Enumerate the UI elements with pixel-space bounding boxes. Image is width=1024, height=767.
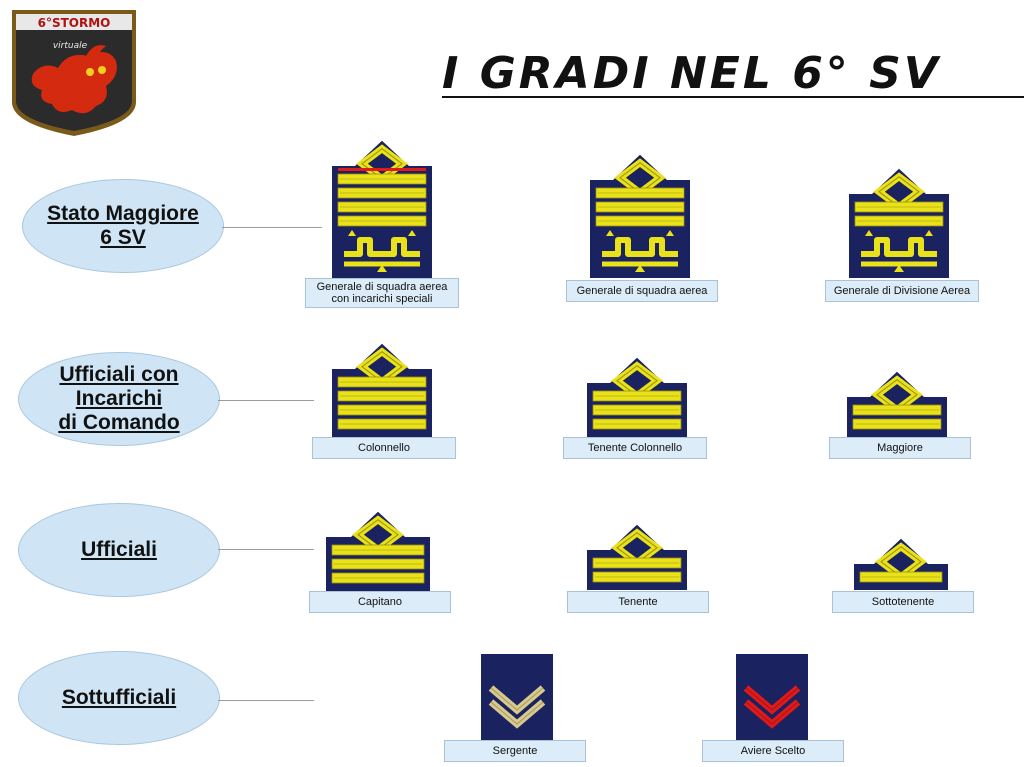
crown-mark (635, 265, 645, 272)
rank-label: Sergente (444, 740, 586, 762)
red-stripe (338, 168, 426, 171)
rank-8-insignia (854, 538, 948, 590)
rank-label: Generale di Divisione Aerea (825, 280, 979, 302)
rank-label: Generale di squadra aerea (566, 280, 718, 302)
category-sottufficiali: Sottufficiali (18, 651, 220, 745)
rank-9-insignia (481, 654, 553, 740)
rank-label: Tenente Colonnello (563, 437, 707, 459)
title-underline (442, 96, 1024, 98)
board-nco (481, 654, 553, 740)
category-label: Sottufficiali (61, 686, 177, 709)
board-officer (587, 524, 687, 590)
rank-label: Aviere Scelto (702, 740, 844, 762)
board-nco (736, 654, 808, 740)
chevron-stripe (488, 685, 546, 715)
crown-mark (666, 230, 674, 236)
category-ufficiali-comando: Ufficiali con Incarichi di Comando (18, 352, 220, 446)
rank-label: Colonnello (312, 437, 456, 459)
rank-3-insignia (332, 343, 432, 437)
board-officer (332, 343, 432, 437)
rank-5-insignia (847, 371, 947, 437)
general-greca-braid (861, 237, 937, 257)
crown-mark (606, 230, 614, 236)
connector-line (218, 700, 314, 701)
general-greca-braid (344, 237, 420, 257)
category-label: Stato Maggiore 6 SV (47, 202, 199, 249)
category-label: Ufficiali (81, 538, 157, 561)
rank-7-insignia (587, 524, 687, 590)
board-general (590, 154, 690, 278)
devil-mascot-icon (31, 52, 117, 114)
chevron-stitch (490, 701, 544, 725)
category-label: Ufficiali con Incarichi di Comando (58, 363, 180, 434)
crown-mark (894, 265, 904, 272)
rank-label: Sottotenente (832, 591, 974, 613)
connector-line (218, 400, 314, 401)
board-general (849, 168, 949, 278)
board-officer (326, 511, 430, 591)
crown-mark (408, 230, 416, 236)
logo-sub-text: virtuale (53, 41, 88, 51)
chevron-stripe (743, 685, 801, 715)
chevron-stripe (743, 699, 801, 729)
category-ufficiali: Ufficiali (18, 503, 220, 597)
rank-10-insignia (736, 654, 808, 740)
chevron-stitch (745, 687, 799, 711)
chevron-stitch (745, 701, 799, 725)
rank-2-insignia (849, 168, 949, 278)
rank-4-insignia (587, 357, 687, 437)
general-greca-braid (602, 237, 678, 257)
crown-mark (865, 230, 873, 236)
rank-6-insignia (326, 511, 430, 591)
rank-1-insignia (590, 154, 690, 278)
board-general (332, 140, 432, 278)
rank-0-insignia (332, 140, 432, 278)
chevron-stitch (490, 687, 544, 711)
connector-line (218, 549, 314, 550)
crown-mark (377, 265, 387, 272)
board-officer (847, 371, 947, 437)
rank-label: Maggiore (829, 437, 971, 459)
board-officer (587, 357, 687, 437)
crown-mark (925, 230, 933, 236)
crown-mark (348, 230, 356, 236)
rank-label: Tenente (567, 591, 709, 613)
logo-top-text: 6°STORMO (38, 16, 111, 30)
category-stato-maggiore: Stato Maggiore 6 SV (22, 179, 224, 273)
chevron-stripe (488, 699, 546, 729)
rank-label: Capitano (309, 591, 451, 613)
stormo-logo: 6°STORMO virtuale (12, 10, 136, 136)
page-title: I GRADI NEL 6° SV (442, 48, 941, 99)
rank-label: Generale di squadra aerea con incarichi … (305, 278, 459, 308)
connector-line (222, 227, 322, 228)
board-officer (854, 538, 948, 590)
